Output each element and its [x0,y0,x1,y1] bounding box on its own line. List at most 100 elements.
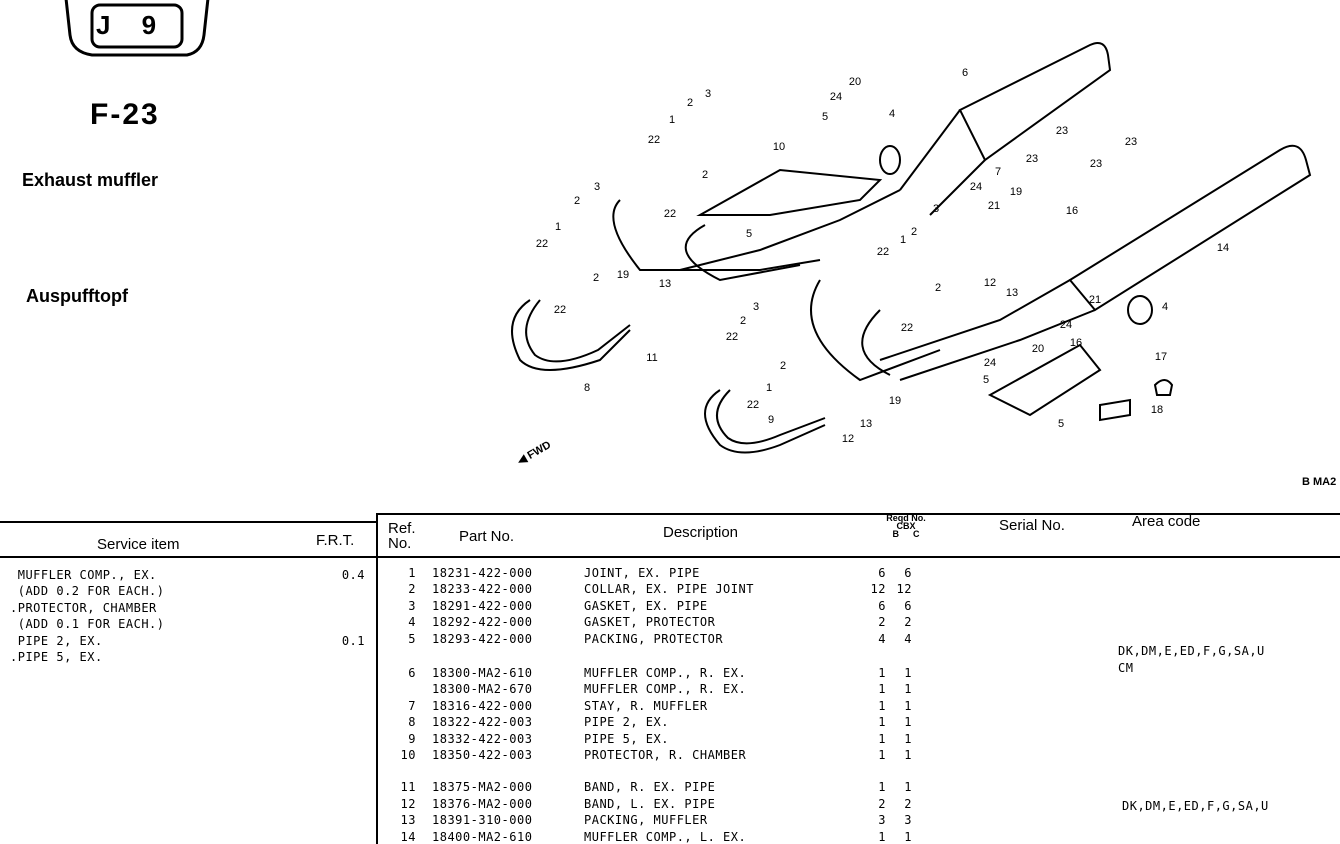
callout-label: 5 [1058,418,1064,430]
callout-label: 23 [1090,158,1102,170]
qty-b: 4 [878,631,886,646]
qty-c: 1 [904,682,912,697]
qty-b: 1 [878,748,886,762]
callout-label: 21 [1089,294,1101,306]
ref-no: 3 [408,598,416,613]
fwd-text: FWD [525,439,553,462]
part-number: 18300-MA2-610 [432,666,533,680]
description: STAY, R. MUFFLER [584,698,708,713]
frt-value: 0.1 [341,633,365,648]
callout-label: 22 [747,399,759,411]
callout-label: 5 [983,374,989,386]
callout-label: 24 [984,357,996,369]
callout-label: 5 [746,228,752,240]
description: BAND, L. EX. PIPE [584,796,716,811]
frt-value: 0.4 [341,568,365,582]
ref-no: 6 [408,666,416,680]
callout-label: 21 [988,200,1000,212]
callout-label: 3 [705,88,711,100]
description: PROTECTOR, R. CHAMBER [584,748,747,762]
description: GASKET, PROTECTOR [584,615,716,630]
qty-b: 6 [878,598,886,613]
qty-c: 1 [904,666,912,680]
qty-c: 6 [904,598,912,613]
callout-label: 2 [740,315,746,327]
service-item: .PIPE 5, EX. [10,649,103,664]
service-row: .PROTECTOR, CHAMBER [10,600,365,616]
section-badge-label: J 9 [96,10,169,40]
diagram-lines [511,42,1312,454]
callout-label: 1 [766,382,772,394]
callout-label: 23 [1125,136,1137,148]
part-number: 18231-422-000 [432,566,533,580]
ref-no: 13 [400,813,416,828]
qty-c: 2 [904,796,912,811]
callout-label: 7 [995,166,1001,178]
qty-b: 3 [878,813,886,828]
qty-c: 3 [904,813,912,828]
callout-label: 2 [911,226,917,238]
ref-no: 10 [400,748,416,762]
callout-label: 19 [889,395,901,407]
qty-c: 6 [904,566,912,580]
callout-label: 10 [773,141,785,153]
ref-no: 5 [408,631,416,646]
qty-c: 1 [904,780,912,795]
part-number: 18292-422-000 [432,615,533,630]
callout-label: 4 [1162,301,1168,313]
service-item: (ADD 0.2 FOR EACH.) [10,584,165,599]
ref-no: 14 [400,829,416,844]
qty-b: 1 [878,829,886,844]
callout-label: 22 [877,246,889,258]
callout-label: 22 [536,238,548,250]
callout-label: 14 [1217,242,1229,254]
qty-b: 1 [878,666,886,680]
callout-label: 3 [594,181,600,193]
qty-c: 4 [904,631,912,646]
service-item: PIPE 2, EX. [10,633,103,648]
callout-label: 22 [664,208,676,220]
callout-label: 19 [1010,186,1022,198]
callout-label: 13 [659,278,671,290]
ref-no: 8 [408,715,416,730]
callout-label: 2 [687,97,693,109]
description: PACKING, PROTECTOR [584,631,724,646]
area-code-1: DK,DM,E,ED,F,G,SA,U [1118,644,1265,658]
callout-label: 2 [935,282,941,294]
title-german: Auspufftopf [26,286,128,306]
description: PACKING, MUFFLER [584,813,708,828]
fwd-label: ◀ FWD [515,439,554,468]
callout-label: 12 [842,433,854,445]
part-no-header: Part No. [459,528,515,545]
callout-label: 8 [584,382,590,394]
callout-label: 22 [726,331,738,343]
description: PIPE 5, EX. [584,731,669,746]
callout-label: 11 [646,352,657,364]
qty-b: 6 [878,566,886,580]
qty-c: 2 [904,615,912,630]
description: PIPE 2, EX. [584,715,669,730]
qty-b: 1 [878,731,886,746]
service-row: MUFFLER COMP., EX.0.4 [10,567,365,583]
service-row: (ADD 0.2 FOR EACH.) [10,583,365,599]
ref-no: 12 [400,796,416,811]
ref-no: 4 [408,615,416,630]
qty-b: 1 [878,715,886,730]
callout-label: 16 [1070,337,1082,349]
callout-label: 24 [1060,319,1072,331]
diagram-code: B MA2 [1302,476,1336,488]
callout-label: 4 [889,108,895,120]
ref-no-header: Ref.No. [388,520,416,552]
description: GASKET, EX. PIPE [584,598,708,613]
part-number: 18233-422-000 [432,582,533,597]
part-number: 18332-422-003 [432,731,533,746]
area-code-header: Area code [1132,513,1201,530]
ref-no: 1 [408,566,416,580]
service-item: (ADD 0.1 FOR EACH.) [10,617,165,632]
